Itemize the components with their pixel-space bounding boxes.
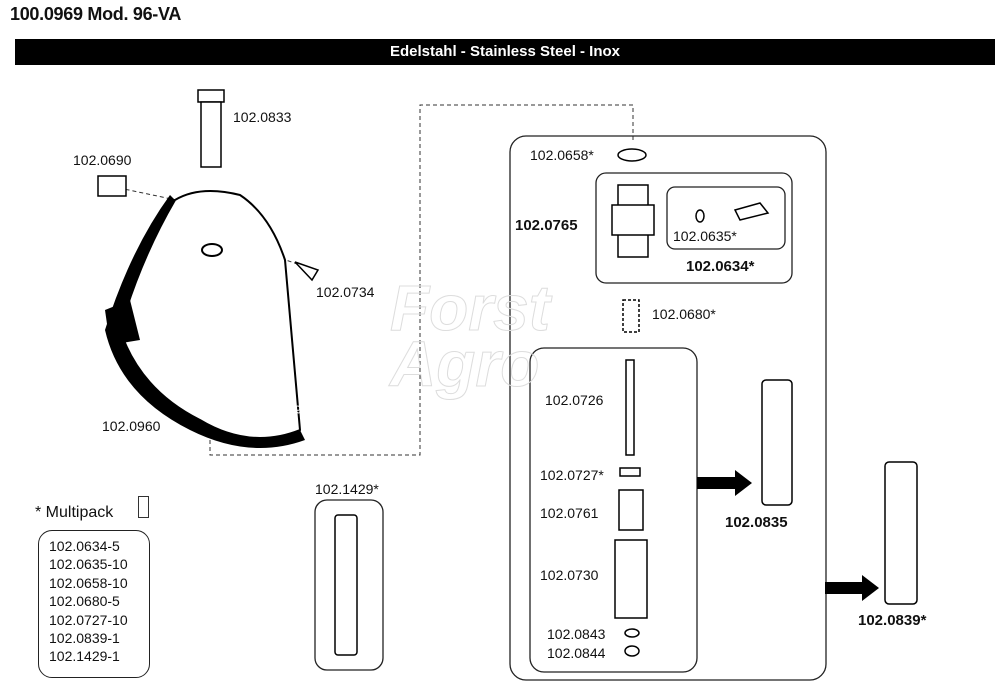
page-title: 100.0969 Mod. 96-VA bbox=[10, 4, 182, 24]
part-label: 102.0730 bbox=[540, 567, 599, 583]
arrow-icon bbox=[697, 470, 752, 496]
part-label: 102.0960 bbox=[102, 418, 161, 434]
material-banner: Edelstahl - Stainless Steel - Inox bbox=[15, 39, 995, 65]
part-label: 102.0839* bbox=[858, 612, 927, 629]
valve-stem-image bbox=[625, 359, 635, 456]
multipack-item: 102.0727-10 bbox=[49, 611, 128, 628]
multipack-item: 102.0634-5 bbox=[49, 538, 120, 554]
sleeve-image bbox=[614, 539, 648, 619]
part-label: 102.0680* bbox=[652, 306, 716, 322]
valve-stem-box bbox=[529, 347, 698, 673]
part-label: 102.0658* bbox=[530, 147, 594, 163]
valve-assembly-box bbox=[509, 135, 827, 681]
part-label: 102.0844 bbox=[547, 645, 606, 661]
o-ring-image bbox=[695, 209, 705, 223]
spring-kit-image bbox=[334, 514, 358, 656]
nut-plate-image bbox=[97, 175, 127, 197]
part-label: 102.0833 bbox=[233, 109, 292, 125]
spring-image bbox=[622, 299, 640, 333]
spring-kit-box bbox=[314, 499, 384, 671]
part-label: 102.1429* bbox=[315, 481, 379, 497]
screw-image bbox=[294, 261, 320, 282]
screw-kit-box bbox=[666, 186, 786, 250]
part-label: 102.0843 bbox=[547, 626, 606, 642]
guide-image bbox=[618, 489, 644, 531]
multipack-list: 102.0634-5 102.0635-10 102.0658-10 102.0… bbox=[38, 530, 150, 678]
pipe-nipple-image bbox=[197, 89, 225, 168]
multipack-icon bbox=[138, 496, 149, 518]
small-washer-image bbox=[624, 628, 640, 638]
multipack-item: 102.0680-5 bbox=[49, 593, 120, 610]
part-label: 102.0726 bbox=[545, 392, 604, 408]
small-nut-image bbox=[624, 645, 640, 657]
multipack-label: * Multipack bbox=[35, 504, 114, 521]
part-label: 102.0635* bbox=[673, 228, 737, 244]
complete-valve-0835-image bbox=[761, 379, 793, 506]
part-label: 102.0835 bbox=[725, 514, 788, 531]
multipack-item: 102.0658-10 bbox=[49, 574, 128, 591]
multipack-item: 102.0635-10 bbox=[49, 556, 128, 573]
multipack-item: 102.0839-1 bbox=[49, 630, 120, 647]
washer-image bbox=[619, 467, 641, 477]
drinking-bowl-image: SUEVIA 96 bbox=[105, 190, 309, 448]
complete-valve-0839-image bbox=[884, 461, 918, 605]
valve-body-box bbox=[595, 172, 793, 284]
part-label: 102.0690 bbox=[73, 152, 132, 168]
part-label: 102.0734 bbox=[316, 284, 375, 300]
multipack-item: 102.1429-1 bbox=[49, 648, 120, 665]
part-label: 102.0727* bbox=[540, 467, 604, 483]
arrow-icon bbox=[825, 575, 879, 601]
adjust-screw-image bbox=[733, 202, 770, 221]
part-label: 102.0761 bbox=[540, 505, 599, 521]
lock-nut-image bbox=[617, 148, 647, 162]
part-label: 102.0765 bbox=[515, 217, 578, 234]
part-label: 102.0634* bbox=[686, 258, 755, 275]
